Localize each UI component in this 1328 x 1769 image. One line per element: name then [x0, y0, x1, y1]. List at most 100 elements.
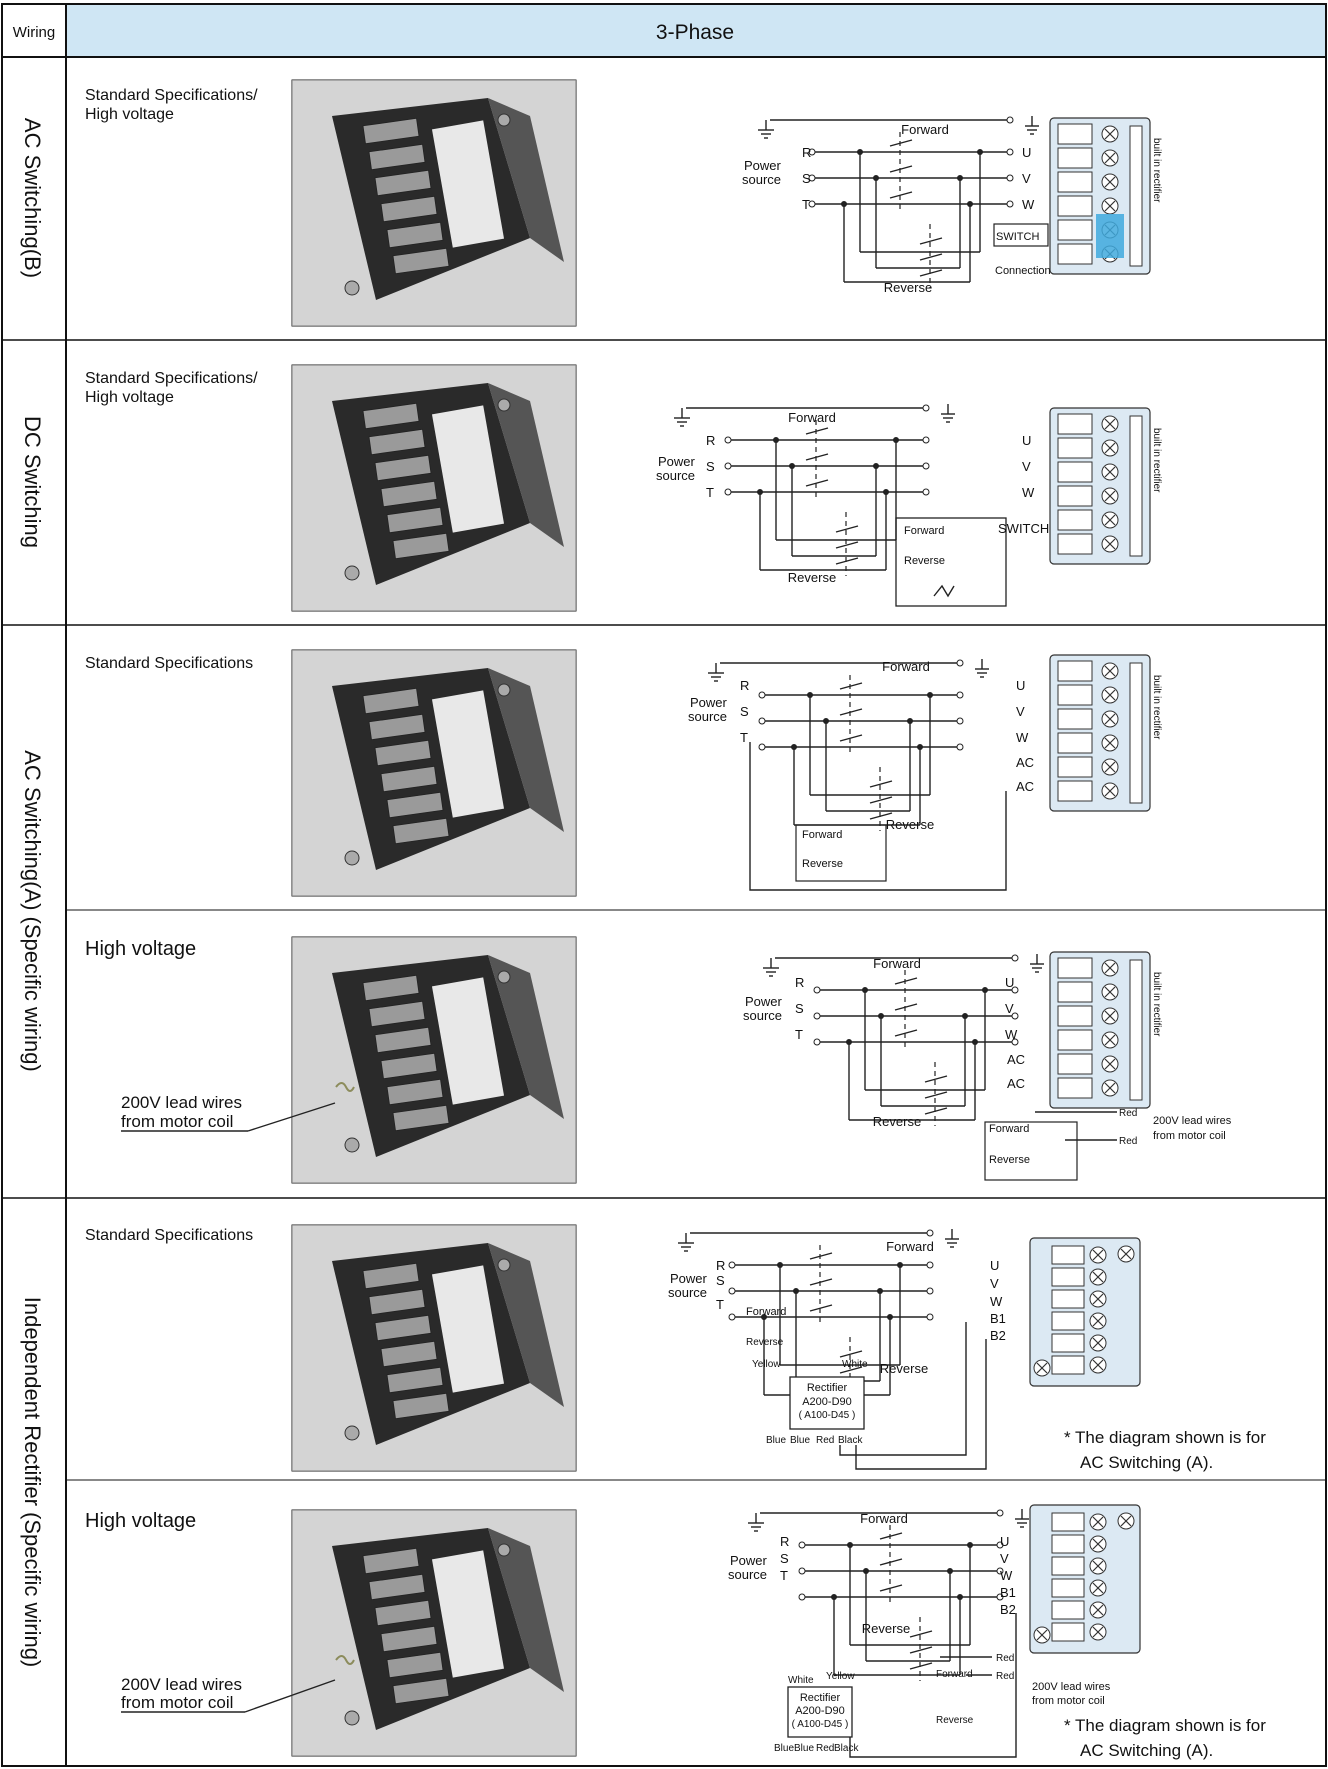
out-v: V: [1016, 704, 1025, 719]
red-wire-1: Red: [1119, 1108, 1137, 1119]
rectifier-box: [789, 1376, 865, 1430]
reverse-label: Reverse: [886, 817, 934, 832]
terminal-block: built in rectifier: [1049, 407, 1162, 565]
reverse-label: Reverse: [880, 1361, 928, 1376]
phase-r: R: [706, 433, 715, 448]
blue-wire-1: Blue: [774, 1743, 794, 1754]
out-v: V: [990, 1276, 999, 1291]
phase-t: T: [795, 1027, 803, 1042]
red-wire-2: Red: [1119, 1136, 1137, 1147]
out-b2: B2: [1000, 1602, 1016, 1617]
phase-s: S: [780, 1551, 789, 1566]
built-in-rectifier-label: built in rectifier: [1151, 972, 1162, 1037]
lead-line-2: from motor coil: [121, 1693, 233, 1712]
source-label: source: [668, 1285, 707, 1300]
row-label-independent-rectifier: Independent Rectifier (Specific wiring): [20, 1297, 45, 1668]
phase-s: S: [706, 459, 715, 474]
lead-line-1: 200V lead wires: [121, 1093, 242, 1112]
panel-dc-switching: Standard Specifications/ High voltage Fo…: [85, 364, 1162, 612]
power-label: Power: [690, 695, 728, 710]
power-label: Power: [744, 158, 782, 173]
power-label: Power: [658, 454, 696, 469]
phase-s: S: [795, 1001, 804, 1016]
out-v: V: [1022, 459, 1031, 474]
terminal-photo: [291, 1224, 577, 1472]
reverse-label: Reverse: [884, 280, 932, 295]
panel-caption: High voltage: [85, 1510, 196, 1532]
panel-caption: Standard Specifications/ High voltage: [85, 370, 262, 406]
black-wire: Black: [838, 1435, 863, 1446]
terminal-block: [1029, 1504, 1141, 1654]
source-label: source: [688, 709, 727, 724]
lead-line-1: 200V lead wires: [121, 1675, 242, 1694]
wiring-diagram: Forward Reverse Power source R S T U V W…: [668, 1228, 1006, 1470]
phase-t: T: [706, 485, 714, 500]
lead-wires-side: 200V lead wires from motor coil: [1032, 1681, 1113, 1707]
rectifier-label: Rectifier: [800, 1692, 841, 1704]
source-label: source: [728, 1567, 767, 1582]
white-wire: White: [842, 1359, 868, 1370]
panel-independent-rectifier-high: High voltage 200V lead wires from motor …: [85, 1504, 1271, 1760]
terminal-photo: [291, 364, 577, 612]
out-ac-1: AC: [1016, 755, 1034, 770]
lead-line-2: from motor coil: [121, 1112, 233, 1131]
rectifier-box: [787, 1686, 853, 1738]
red-wire: Red: [816, 1743, 834, 1754]
rectifier-model-alt: ( A100-D45 ): [792, 1719, 849, 1730]
panel-caption: Standard Specifications: [85, 655, 253, 672]
out-u: U: [1016, 678, 1025, 693]
footnote: * The diagram shown is for AC Switching …: [1064, 1428, 1271, 1472]
red-wire: Red: [816, 1435, 834, 1446]
wiring-diagram: Forward Reverse Power source R S T U V W…: [743, 953, 1232, 1181]
terminal-block: built in rectifier: [1049, 654, 1162, 812]
phase-r: R: [740, 678, 749, 693]
lead-wires-1: 200V lead wires: [1032, 1681, 1111, 1693]
wiring-diagram: Forward Reverse Power source R S T U V W…: [728, 1508, 1030, 1758]
caption-line: Standard Specifications/: [85, 370, 258, 387]
wiring-header-bg: [3, 5, 66, 57]
footnote: * The diagram shown is for AC Switching …: [1064, 1716, 1271, 1760]
forward-label: Forward: [873, 956, 921, 971]
out-v: V: [1022, 171, 1031, 186]
out-w: W: [1005, 1027, 1018, 1042]
panel-ac-switching-a-high: High voltage 200V lead wires from motor …: [85, 936, 1232, 1184]
wiring-diagram: Forward Reverse Power source R S T U V W…: [656, 403, 1049, 607]
switch-label: SWITCH: [998, 521, 1049, 536]
out-ac-1: AC: [1007, 1052, 1025, 1067]
built-in-rectifier-label: built in rectifier: [1151, 428, 1162, 493]
out-b1: B1: [1000, 1585, 1016, 1600]
ac-reverse-label: Reverse: [802, 858, 843, 870]
terminal-block: built in rectifier: [1049, 117, 1162, 275]
caption-line: Standard Specifications/: [85, 87, 258, 104]
rectifier-label: Rectifier: [807, 1382, 848, 1394]
hv-forward-label: Forward: [989, 1123, 1029, 1135]
phase-r: R: [780, 1534, 789, 1549]
table-border: [1, 3, 1327, 1767]
yellow-wire: Yellow: [752, 1359, 781, 1370]
row-label-ac-switching-a: AC Switching(A) (Specific wiring): [20, 750, 45, 1072]
caption-line: High voltage: [85, 106, 174, 123]
red-wire-2: Red: [996, 1671, 1014, 1682]
forward-label: Forward: [882, 659, 930, 674]
footnote-line-2: AC Switching (A).: [1080, 1741, 1213, 1760]
phase-s: S: [716, 1273, 725, 1288]
phase-t: T: [740, 730, 748, 745]
out-u: U: [1022, 145, 1031, 160]
rectifier-model: A200-D90: [802, 1396, 852, 1408]
power-label: Power: [670, 1271, 708, 1286]
phase-t: T: [802, 197, 810, 212]
wiring-header: Wiring: [13, 24, 56, 41]
yellow-wire: Yellow: [826, 1671, 855, 1682]
ir-forward-label: Forward: [746, 1306, 786, 1318]
out-w: W: [1022, 485, 1035, 500]
rectifier-model: A200-D90: [795, 1705, 845, 1717]
ir-reverse-label: Reverse: [936, 1715, 974, 1726]
terminal-photo: [291, 936, 577, 1184]
blue-wire-2: Blue: [794, 1743, 814, 1754]
reverse-label: Reverse: [788, 570, 836, 585]
reverse-label: Reverse: [862, 1621, 910, 1636]
phase-s: S: [802, 171, 811, 186]
caption-line: High voltage: [85, 389, 174, 406]
